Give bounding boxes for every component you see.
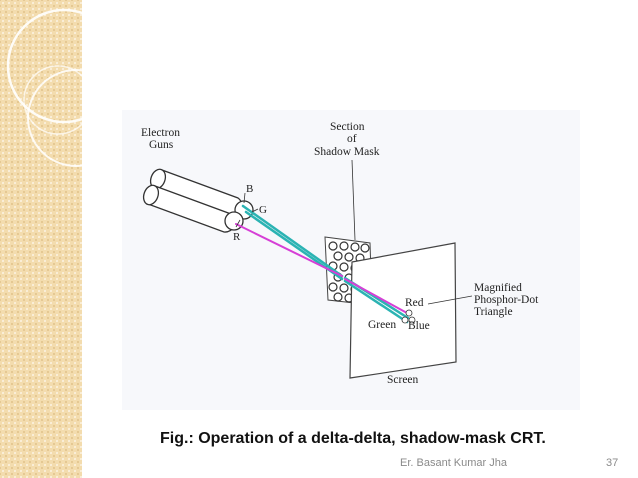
label-magnified: Magnified <box>474 282 522 294</box>
label-leaders <box>235 159 473 305</box>
label-guns: Guns <box>149 139 174 151</box>
decorative-sidebar <box>0 0 82 478</box>
label-of: of <box>347 133 357 145</box>
label-r: R <box>233 231 241 243</box>
label-shadow-mask: Shadow Mask <box>314 146 380 158</box>
label-phosphor-dot: Phosphor-Dot <box>474 294 539 306</box>
electron-guns <box>142 168 254 233</box>
label-triangle: Triangle <box>474 306 513 318</box>
label-blue: Blue <box>408 320 430 332</box>
label-screen: Screen <box>387 374 419 386</box>
electron-beams <box>235 204 410 324</box>
figure-caption: Fig.: Operation of a delta-delta, shadow… <box>160 430 546 447</box>
page-number: 37 <box>606 457 619 469</box>
label-green: Green <box>368 319 396 331</box>
label-b: B <box>246 183 253 195</box>
phosphor-dot-triangle <box>401 309 416 324</box>
label-electron: Electron <box>141 127 180 139</box>
footer-author: Er. Basant Kumar Jha <box>400 457 507 469</box>
label-red: Red <box>405 297 424 309</box>
label-section: Section <box>330 121 365 133</box>
label-g: G <box>259 204 267 216</box>
